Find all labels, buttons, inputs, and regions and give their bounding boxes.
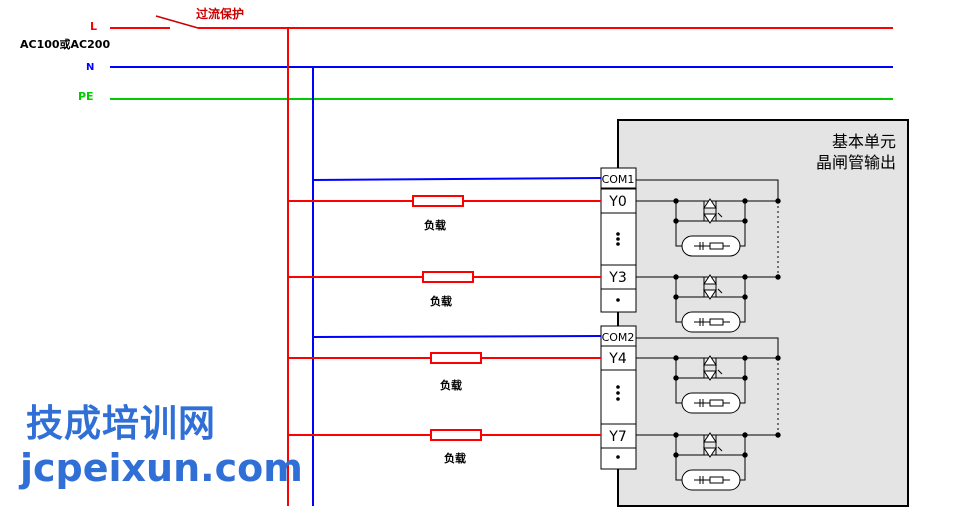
- terminal-label-y0: Y0: [608, 194, 626, 210]
- com2-internal-rail: [636, 337, 781, 438]
- dot: [616, 397, 620, 401]
- line-l-label: L: [90, 20, 97, 33]
- voltage-label: AC100或AC200: [20, 37, 110, 51]
- watermark-chinese: 技成培训网: [26, 402, 216, 445]
- module-title-line1: 基本单元: [832, 132, 896, 151]
- terminal-label-com2: COM2: [602, 331, 635, 344]
- load-resistor-y0: [412, 195, 464, 207]
- load-label-y0: 负载: [424, 218, 446, 232]
- protection-label: 过流保护: [196, 6, 244, 21]
- dot: [616, 242, 620, 246]
- thyristor-circuit-y4: [673, 355, 748, 414]
- com2-neutral-wire: [312, 335, 602, 338]
- neutral-n-label: N: [86, 62, 94, 73]
- terminal-label-y7: Y7: [608, 429, 626, 445]
- dot: [616, 237, 620, 241]
- module-title-line2: 晶闸管输出: [816, 153, 896, 172]
- load-label-y3: 负载: [430, 294, 452, 308]
- load-label-y4: 负载: [440, 378, 462, 392]
- base-unit-body: [617, 119, 909, 507]
- earth-pe-label: PE: [78, 90, 94, 103]
- dot: [616, 298, 620, 302]
- terminal-block-dots-b: [600, 369, 637, 425]
- protection-switch-blade: [155, 15, 199, 29]
- terminal-block-y7: [600, 423, 637, 449]
- thyristor-circuit-y3: [673, 274, 748, 333]
- terminal-label-com1: COM1: [602, 173, 635, 186]
- dot: [616, 232, 620, 236]
- terminal-label-y3: Y3: [608, 270, 626, 286]
- com1-internal-rail: [636, 179, 781, 280]
- load-label-y7: 负载: [444, 451, 466, 465]
- com1-neutral-wire: [312, 177, 602, 181]
- watermark-url: jcpeixun.com: [20, 446, 303, 490]
- dot: [616, 455, 620, 459]
- load-resistor-y7: [430, 429, 482, 441]
- terminal-label-y4: Y4: [608, 351, 627, 367]
- thyristor-circuit-y7: [673, 432, 748, 491]
- terminal-block-y0: [600, 188, 637, 214]
- dot: [616, 385, 620, 389]
- thyristor-circuit-y0: [673, 198, 748, 257]
- load-resistor-y3: [422, 271, 474, 283]
- load-resistor-y4: [430, 352, 482, 364]
- dot: [616, 391, 620, 395]
